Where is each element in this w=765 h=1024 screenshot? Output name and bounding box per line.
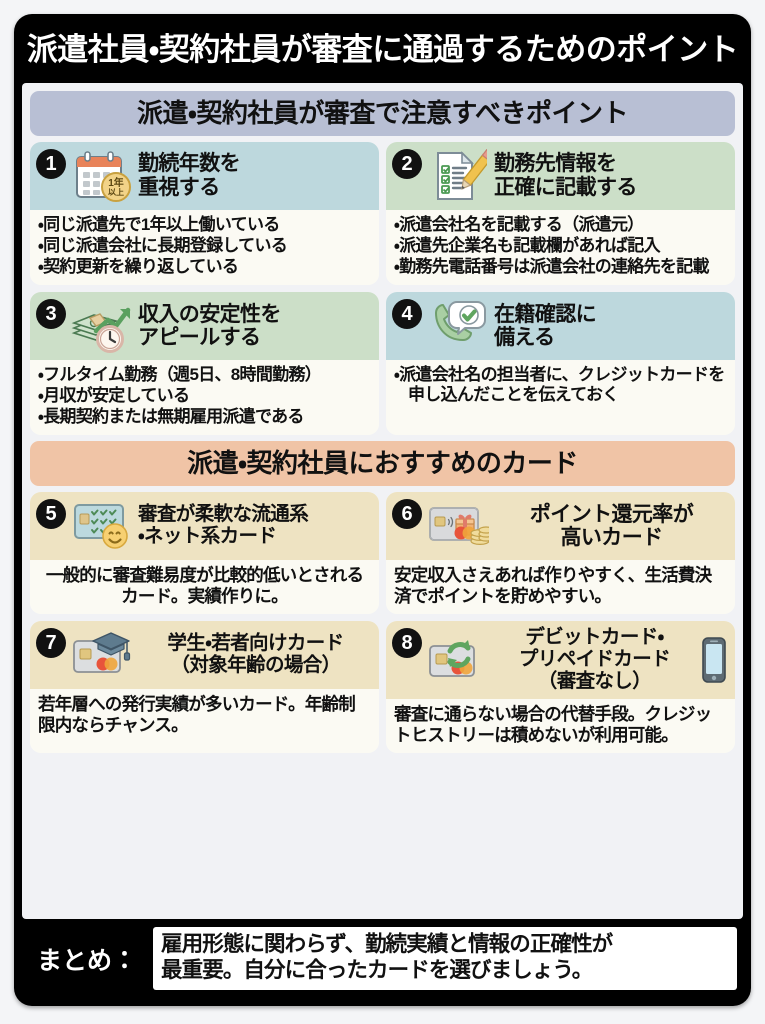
smartphone-icon: [699, 632, 729, 688]
summary-label: まとめ：: [37, 946, 138, 975]
card-8-text: 審査に通らない場合の代替手段。クレジットヒストリーは積めないが利用可能。: [394, 703, 712, 745]
list-item: ・派遣会社名の担当者に、クレジットカードを申し込んだことを伝えておく: [394, 365, 725, 405]
card-6-title: ポイント還元率が高いカード: [529, 502, 694, 550]
card-1-number: 1: [36, 149, 66, 179]
card-refresh-phone-icon: [426, 632, 490, 688]
summary-bar: まとめ： 雇用形態に関わらず、勤続実績と情報の正確性が 最重要。自分に合ったカー…: [22, 921, 743, 996]
svg-text:以上: 以上: [108, 187, 124, 197]
summary-line-2: 最重要。自分に合ったカードを選びましょう。: [161, 958, 593, 983]
card-5: 5: [30, 492, 379, 615]
list-item: ・勤務先電話番号は派遣会社の連絡先を記載: [394, 257, 709, 277]
card-3-bullet-list: ・フルタイム勤務（週5日、8時間勤務） ・月収が安定している ・長期契約または無…: [38, 365, 371, 427]
card-7-text: 若年層への発行実績が多いカード。年齢制限内ならチャンス。: [38, 694, 356, 736]
cards-grid-points: 1: [30, 142, 735, 436]
card-4-body: ・派遣会社名の担当者に、クレジットカードを申し込んだことを伝えておく: [386, 360, 735, 436]
card-6-number: 6: [392, 499, 422, 530]
list-item: ・派遣会社名を記載する（派遣元）: [394, 215, 644, 234]
list-item: ・月収が安定している: [38, 386, 190, 406]
section-heading-recommended: 派遣・契約社員におすすめのカード: [30, 441, 735, 487]
card-7: 7: [30, 621, 379, 753]
cards-grid-recommended: 5: [30, 492, 735, 753]
card-4-number: 4: [392, 299, 422, 330]
list-item: ・長期契約または無期雇用派遣である: [38, 407, 304, 427]
card-7-body: 若年層への発行実績が多いカード。年齢制限内ならチャンス。: [30, 689, 379, 753]
card-8-body: 審査に通らない場合の代替手段。クレジットヒストリーは積めないが利用可能。: [386, 698, 735, 753]
card-3-body: ・フルタイム勤務（週5日、8時間勤務） ・月収が安定している ・長期契約または無…: [30, 360, 379, 436]
page-title: 派遣社員・契約社員が審査に通過するためのポイント: [26, 32, 739, 67]
card-3-header: 3: [30, 292, 379, 361]
section-heading-points: 派遣・契約社員が審査で注意すべきポイント: [30, 91, 735, 136]
card-2-number: 2: [392, 149, 422, 179]
list-item: ・フルタイム勤務（週5日、8時間勤務）: [38, 365, 322, 385]
summary-line-1: 雇用形態に関わらず、勤続実績と情報の正確性が: [161, 932, 613, 957]
card-4-bullet-list: ・派遣会社名の担当者に、クレジットカードを申し込んだことを伝えておく: [394, 365, 727, 405]
calendar-icon: 1年 以上: [70, 148, 134, 204]
card-5-text: 一般的に審査難易度が比較的低いとされるカード。実績作りに。: [45, 565, 364, 607]
card-1-header: 1: [30, 142, 379, 210]
card-2-header: 2: [386, 142, 735, 210]
card-7-header: 7: [30, 621, 379, 690]
card-1-title: 勤続年数を重視する: [138, 152, 241, 199]
card-4: 4 在籍確認に備える ・派遣会: [386, 292, 735, 436]
card-2-bullet-list: ・派遣会社名を記載する（派遣元） ・派遣先企業名も記載欄があれば記入 ・勤務先電…: [394, 215, 727, 277]
card-8: 8: [386, 621, 735, 753]
card-7-title: 学生・若者向けカード（対象年齢の場合）: [167, 632, 344, 677]
card-1: 1: [30, 142, 379, 286]
list-item: ・派遣先企業名も記載欄があれば記入: [394, 236, 661, 256]
card-5-header: 5: [30, 492, 379, 561]
card-checks-smile-icon: [70, 498, 134, 554]
list-item: ・同じ派遣会社に長期登録している: [38, 236, 288, 256]
content-panel: 派遣・契約社員が審査で注意すべきポイント 1: [22, 83, 743, 920]
card-6: 6: [386, 492, 735, 615]
card-2-body: ・派遣会社名を記載する（派遣元） ・派遣先企業名も記載欄があれば記入 ・勤務先電…: [386, 210, 735, 286]
card-5-title: 審査が柔軟な流通系・ネット系カード: [138, 503, 309, 548]
summary-text: 雇用形態に関わらず、勤続実績と情報の正確性が 最重要。自分に合ったカードを選びま…: [153, 927, 737, 990]
card-8-number: 8: [392, 628, 422, 659]
card-graduation-icon: [70, 627, 134, 683]
card-3-number: 3: [36, 299, 66, 330]
card-4-header: 4 在籍確認に備える: [386, 292, 735, 361]
card-3: 3: [30, 292, 379, 436]
card-1-body: ・同じ派遣先で1年以上働いている ・同じ派遣会社に長期登録している ・契約更新を…: [30, 210, 379, 286]
list-item: ・同じ派遣先で1年以上働いている: [38, 215, 280, 234]
card-2-title: 勤務先情報を正確に記載する: [494, 152, 637, 199]
card-5-body: 一般的に審査難易度が比較的低いとされるカード。実績作りに。: [30, 560, 379, 615]
card-6-body: 安定収入さえあれば作りやすく、生活費決済でポイントを貯めやすい。: [386, 560, 735, 615]
card-6-header: 6: [386, 492, 735, 561]
card-8-title: デビットカード・プリペイドカード（審査なし）: [518, 626, 671, 692]
phone-check-icon: [426, 298, 490, 354]
money-growth-clock-icon: [70, 298, 134, 354]
card-7-number: 7: [36, 628, 66, 659]
card-4-title: 在籍確認に備える: [494, 302, 597, 350]
card-2: 2: [386, 142, 735, 286]
card-3-title: 収入の安定性をアピールする: [138, 302, 281, 350]
checklist-pencil-icon: [426, 148, 490, 204]
card-1-bullet-list: ・同じ派遣先で1年以上働いている ・同じ派遣会社に長期登録している ・契約更新を…: [38, 215, 371, 277]
list-item: ・契約更新を繰り返している: [38, 257, 239, 277]
card-6-text: 安定収入さえあれば作りやすく、生活費決済でポイントを貯めやすい。: [394, 565, 712, 607]
svg-text:1年: 1年: [108, 176, 124, 189]
card-gift-coins-icon: [426, 498, 490, 554]
card-5-number: 5: [36, 499, 66, 530]
card-8-header: 8: [386, 621, 735, 699]
poster-frame: 派遣社員・契約社員が審査に通過するためのポイント 派遣・契約社員が審査で注意すべ…: [14, 14, 751, 1006]
